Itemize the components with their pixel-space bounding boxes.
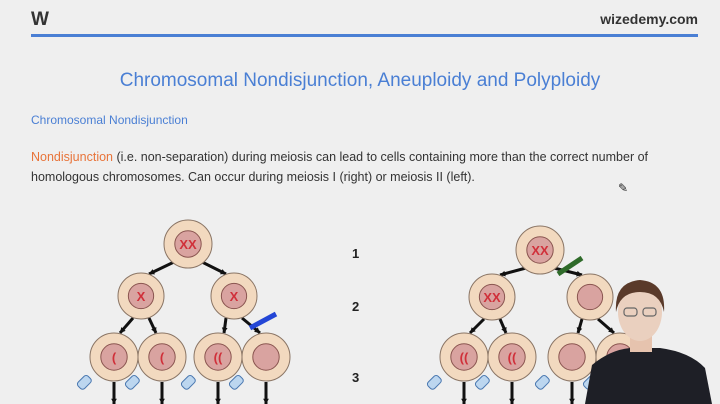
chromosome: ((	[508, 350, 517, 365]
nucleus	[576, 283, 604, 311]
arrow-head	[501, 327, 507, 333]
paragraph-text: (i.e. non-separation) during meiosis can…	[31, 150, 649, 184]
arrow-head	[461, 398, 467, 404]
chromosome: X	[137, 289, 146, 304]
wizedemy-logo: W	[31, 9, 49, 30]
sperm-icon	[124, 374, 140, 390]
nucleus	[148, 343, 176, 371]
nucleus	[526, 236, 554, 264]
nucleus	[127, 282, 155, 310]
chromosome: XX	[483, 290, 501, 305]
nucleus	[478, 283, 506, 311]
arrow-head	[254, 327, 260, 333]
glasses-icon	[623, 307, 638, 317]
sperm-icon	[534, 374, 550, 390]
nucleus	[450, 343, 478, 371]
arrow-head	[221, 327, 228, 333]
stage-label-2: 2	[352, 299, 360, 314]
chromosome: ((	[214, 350, 223, 365]
highlight-term: Nondisjunction	[31, 150, 113, 164]
arrow-head	[120, 327, 126, 333]
arrow-head	[220, 269, 226, 275]
section-heading: Chromosomal Nondisjunction	[31, 113, 188, 127]
slide-title: Chromosomal Nondisjunction, Aneuploidy a…	[119, 70, 601, 91]
chromosome: XX	[531, 243, 549, 258]
header-divider	[31, 34, 698, 37]
sperm-icon	[228, 374, 244, 390]
nucleus	[498, 343, 526, 371]
arrow-head	[576, 327, 583, 333]
arrow-head	[608, 327, 614, 333]
description-paragraph: Nondisjunction (i.e. non-separation) dur…	[31, 147, 711, 187]
arrow-head	[159, 398, 165, 404]
chromosome: X	[230, 289, 239, 304]
sperm-icon	[76, 374, 92, 390]
sperm-icon	[426, 374, 442, 390]
presenter-hair	[615, 280, 665, 312]
arrow-head	[509, 398, 515, 404]
pen-cursor-icon: ✎	[618, 181, 628, 195]
sperm-icon	[474, 374, 490, 390]
stage-label-1: 1	[352, 246, 360, 261]
presenter-face	[618, 283, 662, 341]
arrow-head	[470, 327, 476, 333]
site-name: wizedemy.com	[600, 11, 698, 27]
chromosome: ((	[460, 350, 469, 365]
chromosome: (	[160, 350, 165, 365]
nucleus	[100, 343, 128, 371]
nondisjunction-marker-meiosis-ii	[248, 311, 278, 331]
arrow-head	[263, 398, 269, 404]
sperm-icon	[180, 374, 196, 390]
nucleus	[204, 343, 232, 371]
arrow-head	[151, 327, 157, 333]
stage-label-3: 3	[352, 370, 360, 385]
nucleus	[220, 282, 248, 310]
arrow-head	[576, 270, 582, 277]
nucleus	[558, 343, 586, 371]
presenter-shirt	[585, 348, 712, 404]
nucleus	[174, 230, 202, 258]
arrow-head	[569, 398, 575, 404]
nondisjunction-marker-meiosis-i	[556, 255, 584, 277]
chromosome: (	[112, 350, 117, 365]
nucleus	[252, 343, 280, 371]
arrow-head	[500, 270, 506, 277]
arrow-head	[215, 398, 221, 404]
arrow-head	[111, 398, 117, 404]
arrow-head	[149, 269, 155, 275]
chromosome: XX	[179, 237, 197, 252]
